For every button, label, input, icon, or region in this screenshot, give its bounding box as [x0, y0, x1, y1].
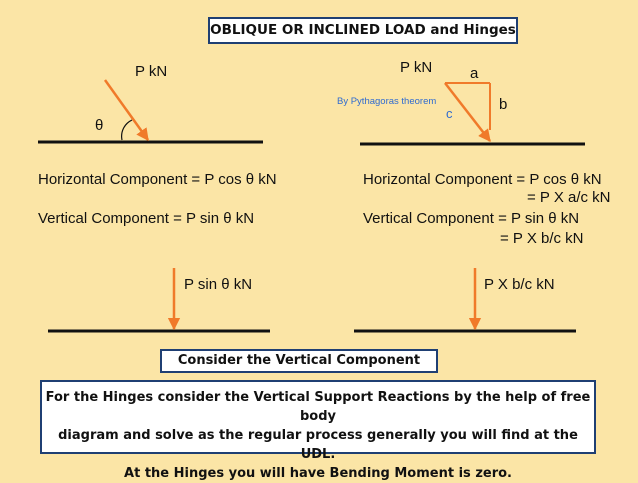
hinge-note-line-3: At the Hinges you will have Bending Mome… [124, 466, 512, 481]
hinge-note: For the Hinges consider the Vertical Sup… [40, 380, 596, 481]
inclined-load-arrow-left [103, 79, 150, 142]
vertical-component-callout: Consider the Vertical Component [160, 349, 438, 373]
vertical-component-left: Vertical Component = P sin θ kN [38, 210, 255, 227]
triangle-label-a: a [470, 65, 479, 82]
pythagoras-note: By Pythagoras theorem [337, 96, 437, 107]
triangle-label-c: c [446, 106, 453, 121]
load-label-bottom-right: P X b/c kN [484, 276, 555, 293]
vertical-equation-right: = P X b/c kN [500, 230, 584, 247]
inclined-load-arrow-right [444, 82, 491, 142]
slide-title: OBLIQUE OR INCLINED LOAD and Hinges [208, 17, 518, 44]
load-label-bottom-left: P sin θ kN [184, 276, 253, 293]
horizontal-equation-right: = P X a/c kN [527, 189, 611, 206]
hinge-note-line-1: For the Hinges consider the Vertical Sup… [45, 390, 591, 424]
triangle-label-b: b [499, 96, 508, 113]
hinge-note-line-2: diagram and solve as the regular process… [58, 428, 578, 462]
load-label-right: P kN [400, 59, 433, 76]
horizontal-component-left: Horizontal Component = P cos θ kN [38, 171, 277, 188]
angle-label: θ [95, 117, 104, 134]
vertical-component-right: Vertical Component = P sin θ kN [363, 210, 580, 227]
horizontal-component-right: Horizontal Component = P cos θ kN [363, 171, 602, 188]
angle-arc [121, 119, 133, 141]
load-label-left: P kN [135, 63, 168, 80]
